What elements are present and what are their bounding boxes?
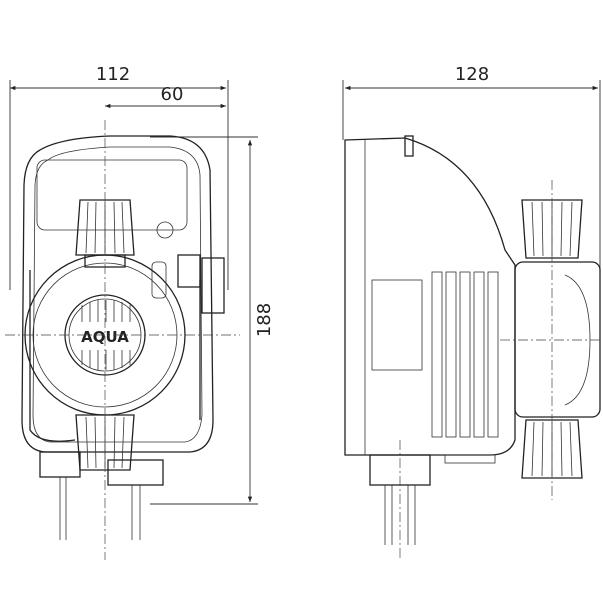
foot-left xyxy=(39,451,81,478)
side-view xyxy=(344,135,603,560)
front-view: AQUA xyxy=(5,120,240,560)
dimension-188-label: 188 xyxy=(254,303,275,337)
dimension-60-label: 60 xyxy=(161,84,184,105)
side-bottom-fitting xyxy=(521,419,583,479)
dimension-112-label: 112 xyxy=(96,64,130,85)
dimension-112: 112 xyxy=(9,64,229,290)
dimension-128-label: 128 xyxy=(455,64,489,85)
dimension-128: 128 xyxy=(342,64,601,340)
side-top-fitting xyxy=(521,199,583,259)
pump-head xyxy=(514,261,601,418)
dimension-188: 188 xyxy=(150,136,275,505)
screw-icon xyxy=(156,221,174,239)
dimension-60: 60 xyxy=(104,84,226,109)
side-valve xyxy=(177,254,201,288)
foot-right xyxy=(107,459,164,486)
top-fitting xyxy=(75,199,135,256)
